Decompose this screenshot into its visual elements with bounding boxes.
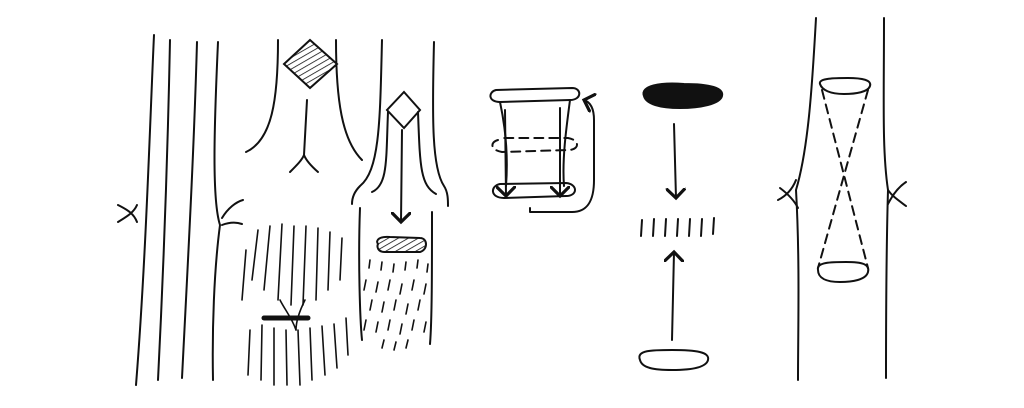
down-arrow [401,129,402,222]
channel-left-wall [351,39,383,205]
solid-ellipse [642,82,724,110]
channel-right-wall [432,41,449,207]
hatched-lozenge [376,235,427,253]
bottom-up-arrow [672,252,674,341]
outline-diamond [385,90,422,130]
stem-line [303,99,308,156]
diamond-splitting-panel [241,38,449,386]
right-notch-2 [887,181,907,207]
left-notch [117,204,138,223]
return-loop [529,100,594,213]
ellipses-converging-panel [638,82,724,371]
left-down-arrow [505,109,506,196]
funnel-right-wall [335,39,363,161]
bottom-ellipse [816,261,870,283]
channel-inner-left [371,111,389,193]
bin-right-wall [429,211,433,345]
stem-fork [289,154,319,173]
vertical-stroke-field [241,223,349,386]
channel-inner-right [417,111,437,195]
left-outer-line [135,34,155,386]
top-rim [489,87,581,103]
right-side [562,99,571,187]
bin-left-wall [358,207,363,341]
right-outer-line [211,41,221,381]
dash-rain-field [363,259,429,351]
funnel-left-wall [245,39,279,153]
hollow-cylinder-loop-panel [489,87,594,213]
top-down-arrow [674,123,676,198]
inner-line-2 [181,41,198,379]
hourglass-left-dash [821,89,869,269]
hourglass-right-dash [817,89,869,269]
top-ellipse [818,77,872,95]
short-strokes-row [640,217,715,237]
middle-dashed-ring [491,137,578,153]
hatched-diamond [282,38,339,90]
hourglass-tube-panel [777,17,907,381]
tube-left-wall [795,17,817,381]
parallel-lines-panel [117,34,244,386]
inner-line-1 [157,39,171,381]
left-notch-2 [777,179,799,209]
outline-ellipse [638,349,710,371]
tube-right-wall [882,17,889,379]
right-notch [221,199,244,226]
